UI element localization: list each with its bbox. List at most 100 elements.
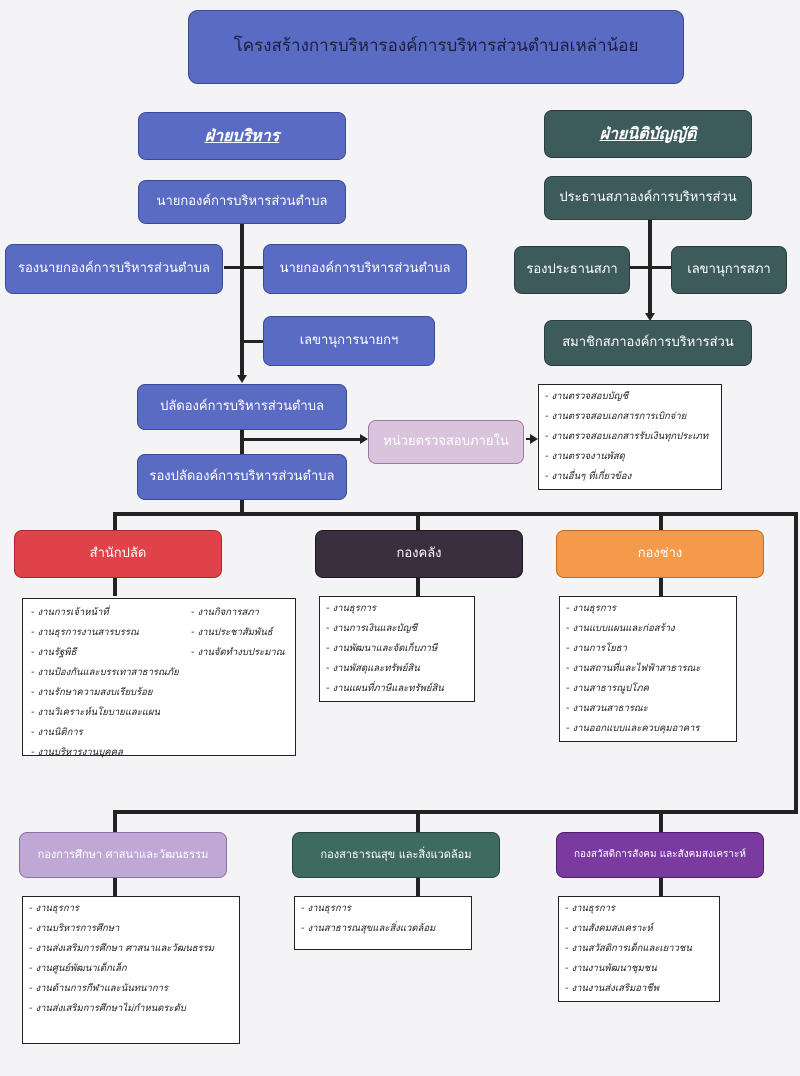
- dept-office-of-clerk-label: สำนักปลัด: [89, 545, 147, 561]
- dept-public-health: กองสาธารณสุข และสิ่งแวดล้อม: [292, 832, 500, 878]
- connector: [242, 340, 264, 343]
- dept-office-of-clerk-list: งานการเจ้าหน้าที่ งานธุรการงานสารบรรณ งา…: [22, 598, 296, 758]
- deputy-mayor-left-label: รองนายกองค์การบริหารส่วนตำบล: [18, 260, 210, 276]
- deputy-clerk-box: รองปลัดองค์การบริหารส่วนตำบล: [137, 454, 347, 500]
- dept-social-welfare: กองสวัสดิการสังคม และสังคมสงเคราะห์: [556, 832, 764, 878]
- list-item: งานประชาสัมพันธ์: [191, 625, 285, 640]
- dept-social-welfare-label: กองสวัสดิการสังคม และสังคมสงเคราะห์: [573, 849, 746, 861]
- list-item: งานธุรการ: [566, 601, 730, 616]
- council-vice-chair-box: รองประธานสภา: [514, 246, 630, 294]
- list-item: งานสวัสดิการเด็กและเยาวชน: [565, 941, 713, 956]
- list-item: งานด้านการกีฬาและนันทนาการ: [29, 981, 233, 996]
- list-item: งานกิจการสภา: [191, 605, 285, 620]
- list-item: งานตรวจสอบเอกสารรับเงินทุกประเภท: [545, 429, 715, 444]
- connector: [240, 222, 244, 380]
- council-secretary-label: เลขานุการสภา: [687, 261, 771, 277]
- council-members-box: สมาชิกสภาองค์การบริหารส่วน: [544, 320, 752, 366]
- dept-education-label: กองการศึกษา ศาสนาและวัฒนธรรม: [37, 847, 209, 861]
- mayor-secretary-label: เลขานุการนายกฯ: [299, 332, 399, 348]
- list-item: งานอื่นๆ ที่เกี่ยวข้อง: [545, 469, 715, 484]
- list-item: งานการโยธา: [566, 641, 730, 656]
- page-title-text: โครงสร้างการบริหารองค์การบริหารส่วนตำบลเ…: [233, 36, 639, 57]
- clerk-box: ปลัดองค์การบริหารส่วนตำบล: [137, 384, 347, 430]
- connector: [648, 210, 652, 318]
- connector: [224, 266, 264, 269]
- connector: [113, 810, 798, 814]
- list-item: งานส่งเสริมการศึกษาไม่กำหนดระดับ: [29, 1001, 233, 1016]
- mayor-label: นายกองค์การบริหารส่วนตำบล: [156, 193, 328, 209]
- legislative-header-label: ฝ่ายนิติบัญญัติ: [599, 123, 697, 143]
- dept-education-list: งานธุรการ งานบริหารการศึกษา งานส่งเสริมก…: [22, 896, 240, 1044]
- connector: [416, 578, 420, 596]
- arrow: [645, 313, 655, 321]
- list-item: งานสวนสาธารณะ: [566, 701, 730, 716]
- dept-engineering: กองช่าง: [556, 530, 764, 578]
- deputy-mayor-left-box: รองนายกองค์การบริหารส่วนตำบล: [5, 244, 223, 294]
- deputy-mayor-right-box: นายกองค์การบริหารส่วนตำบล: [263, 244, 467, 294]
- list-item: งานพัฒนาและจัดเก็บภาษี: [326, 641, 468, 656]
- internal-audit-box: หน่วยตรวจสอบภายใน: [368, 420, 524, 464]
- list-item: งานงานพัฒนาชุมชน: [565, 961, 713, 976]
- list-item: งานพัสดุและทรัพย์สิน: [326, 661, 468, 676]
- list-item: งานบริหารงานบุคคล: [31, 745, 179, 760]
- council-vice-chair-label: รองประธานสภา: [526, 261, 618, 277]
- connector: [659, 878, 663, 896]
- connector: [659, 512, 663, 530]
- list-item: งานจัดทำงบประมาณ: [191, 645, 284, 660]
- list-item: งานบริหารการศึกษา: [29, 921, 233, 936]
- connector: [659, 810, 663, 832]
- list-item: งานการเจ้าหน้าที่: [31, 605, 179, 620]
- council-chair-label: ประธานสภาองค์การบริหารส่วน: [559, 189, 737, 205]
- deputy-clerk-label: รองปลัดองค์การบริหารส่วนตำบล: [149, 468, 335, 484]
- internal-audit-list: งานตรวจสอบบัญชี งานตรวจสอบเอกสารการเบิกจ…: [538, 384, 722, 490]
- list-item: งานวิเคราะห์นโยบายและแผน: [31, 705, 179, 720]
- dept-engineering-list: งานธุรการ งานแบบแผนและก่อสร้าง งานการโยธ…: [559, 596, 737, 742]
- dept-finance: กองคลัง: [315, 530, 523, 578]
- list-item: งานตรวจสอบบัญชี: [545, 389, 715, 404]
- dept-public-health-label: กองสาธารณสุข และสิ่งแวดล้อม: [320, 847, 472, 861]
- clerk-label: ปลัดองค์การบริหารส่วนตำบล: [160, 398, 324, 414]
- list-item: งานนิติการ: [31, 725, 179, 740]
- list-item: งานธุรการ: [565, 901, 713, 916]
- list-item: งานการเงินและบัญชี: [326, 621, 468, 636]
- connector: [794, 512, 798, 812]
- list-item: งานแบบแผนและก่อสร้าง: [566, 621, 730, 636]
- arrow: [360, 434, 368, 444]
- connector: [630, 266, 672, 269]
- connector: [113, 578, 117, 596]
- arrow: [237, 375, 247, 383]
- council-members-label: สมาชิกสภาองค์การบริหารส่วน: [562, 334, 734, 350]
- council-secretary-box: เลขานุการสภา: [671, 246, 787, 294]
- list-item: งานแผนที่ภาษีและทรัพย์สิน: [326, 681, 468, 696]
- list-item: งานตรวจสอบเอกสารการเบิกจ่าย: [545, 409, 715, 424]
- connector: [416, 878, 420, 896]
- connector: [113, 878, 117, 896]
- list-item: งานธุรการ: [326, 601, 468, 616]
- connector: [659, 578, 663, 596]
- connector: [113, 512, 117, 530]
- connector: [240, 500, 244, 514]
- list-item: งานตรวจงานพัสดุ: [545, 449, 715, 464]
- list-item: งานสาธารณูปโภค: [566, 681, 730, 696]
- list-item: งานงานส่งเสริมอาชีพ: [565, 981, 713, 996]
- list-item: งานธุรการ: [301, 901, 465, 916]
- list-item: งานสถานที่และไฟฟ้าสาธารณะ: [566, 661, 730, 676]
- legislative-header: ฝ่ายนิติบัญญัติ: [544, 110, 752, 158]
- dept-office-of-clerk: สำนักปลัด: [14, 530, 222, 578]
- dept-finance-label: กองคลัง: [396, 545, 442, 561]
- connector: [242, 438, 362, 441]
- arrow: [530, 434, 538, 444]
- dept-engineering-label: กองช่าง: [637, 545, 683, 561]
- list-item: งานส่งเสริมการศึกษา ศาสนาและวัฒนธรรม: [29, 941, 233, 956]
- council-chair-box: ประธานสภาองค์การบริหารส่วน: [544, 176, 752, 220]
- executive-header: ฝ่ายบริหาร: [138, 112, 346, 160]
- dept-social-welfare-list: งานธุรการ งานสังคมสงเคราะห์ งานสวัสดิการ…: [558, 896, 720, 1002]
- dept-finance-list: งานธุรการ งานการเงินและบัญชี งานพัฒนาและ…: [319, 596, 475, 702]
- mayor-secretary-box: เลขานุการนายกฯ: [263, 316, 435, 366]
- internal-audit-label: หน่วยตรวจสอบภายใน: [383, 433, 509, 449]
- connector: [240, 430, 244, 454]
- connector: [113, 810, 117, 832]
- list-item: งานศูนย์พัฒนาเด็กเล็ก: [29, 961, 233, 976]
- list-item: งานป้องกันและบรรเทาสาธารณภัย: [31, 665, 178, 680]
- deputy-mayor-right-label: นายกองค์การบริหารส่วนตำบล: [279, 260, 451, 276]
